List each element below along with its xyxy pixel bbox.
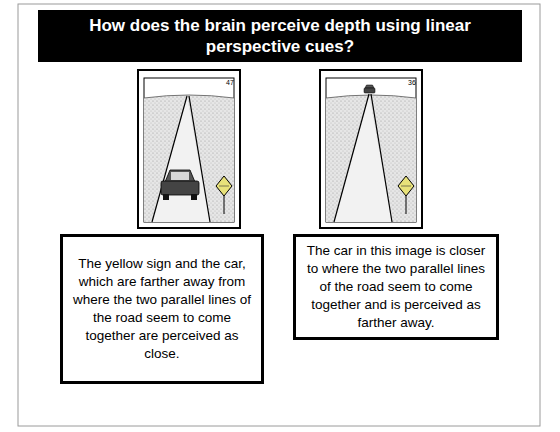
- frame-number: 36: [408, 79, 416, 87]
- caption-text: The car in this image is closer to where…: [302, 242, 490, 332]
- title-text: How does the brain perceive depth using …: [48, 15, 512, 57]
- caption-text: The yellow sign and the car, which are f…: [69, 255, 255, 363]
- frame-number: 47: [226, 79, 234, 87]
- page-frame: [18, 4, 540, 426]
- title-band: How does the brain perceive depth using …: [38, 10, 522, 62]
- road-picture-near: [138, 70, 240, 228]
- caption-box: The car in this image is closer to where…: [293, 234, 499, 340]
- caption-box: The yellow sign and the car, which are f…: [60, 234, 264, 384]
- road-picture-far: [320, 70, 422, 228]
